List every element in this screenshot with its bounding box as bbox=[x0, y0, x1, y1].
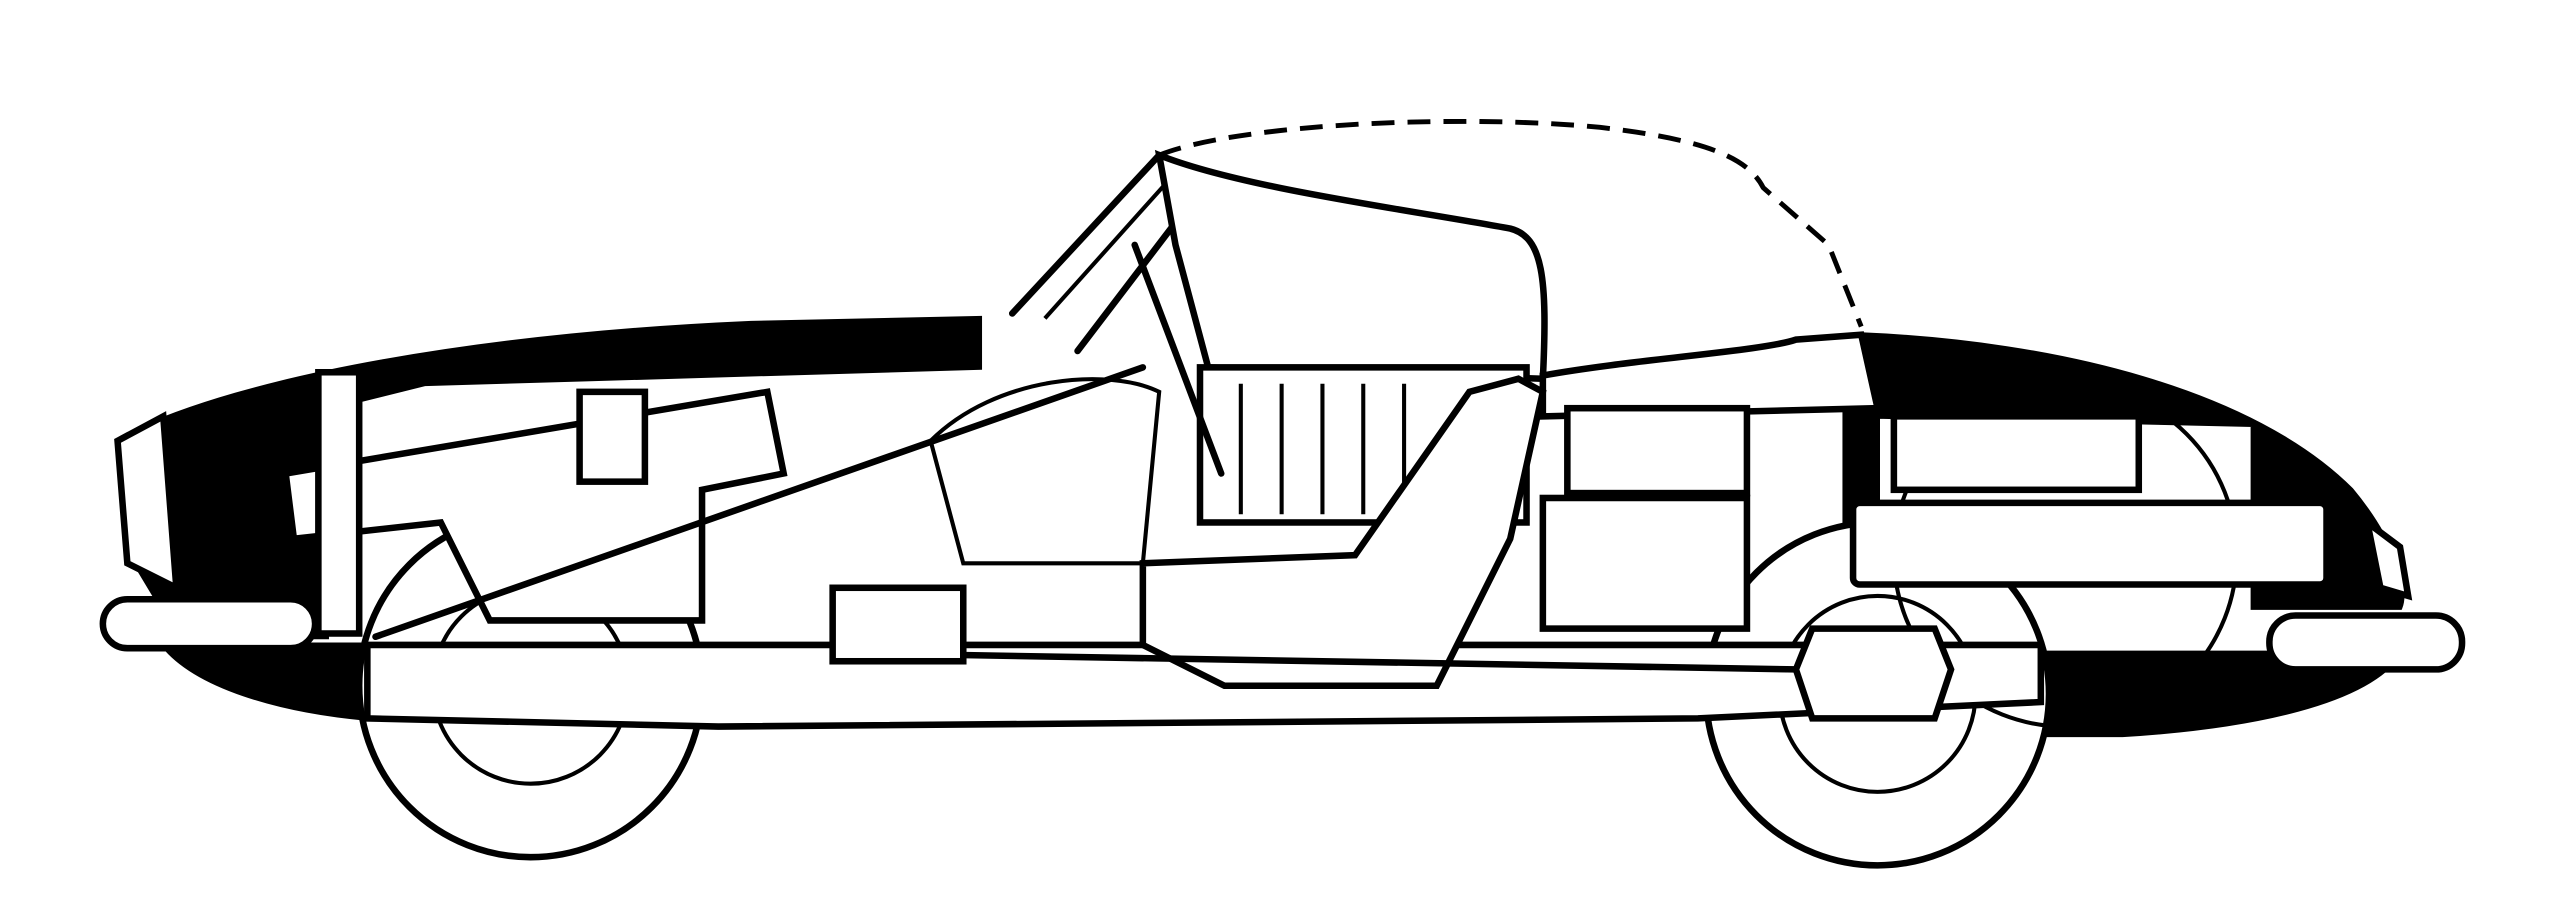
rear-deck bbox=[1539, 331, 1882, 420]
windshield-frame bbox=[1043, 174, 1174, 320]
front-lower-panel bbox=[158, 642, 370, 722]
rear-bumper bbox=[2266, 612, 2466, 673]
frame-tube bbox=[372, 364, 1147, 641]
taillight bbox=[2362, 514, 2413, 601]
radiator bbox=[315, 368, 363, 637]
gearbox bbox=[829, 584, 967, 665]
headlight bbox=[114, 411, 181, 594]
seat bbox=[1139, 375, 1547, 690]
trunk-box-upper bbox=[1564, 404, 1751, 497]
hardtop-outline-dashed bbox=[1158, 118, 1864, 328]
rear-storage bbox=[1890, 413, 2143, 494]
steering-column bbox=[1131, 241, 1225, 477]
trunk-box-lower bbox=[1539, 494, 1751, 632]
driveshaft bbox=[845, 649, 1800, 673]
air-filter bbox=[576, 388, 649, 485]
fuel-tank bbox=[1849, 499, 2330, 588]
door-panel bbox=[928, 377, 1162, 566]
soft-top bbox=[1154, 149, 1548, 383]
rear-differential bbox=[1792, 625, 1955, 722]
seat-ribs bbox=[1238, 383, 1407, 515]
front-bumper bbox=[99, 595, 319, 652]
